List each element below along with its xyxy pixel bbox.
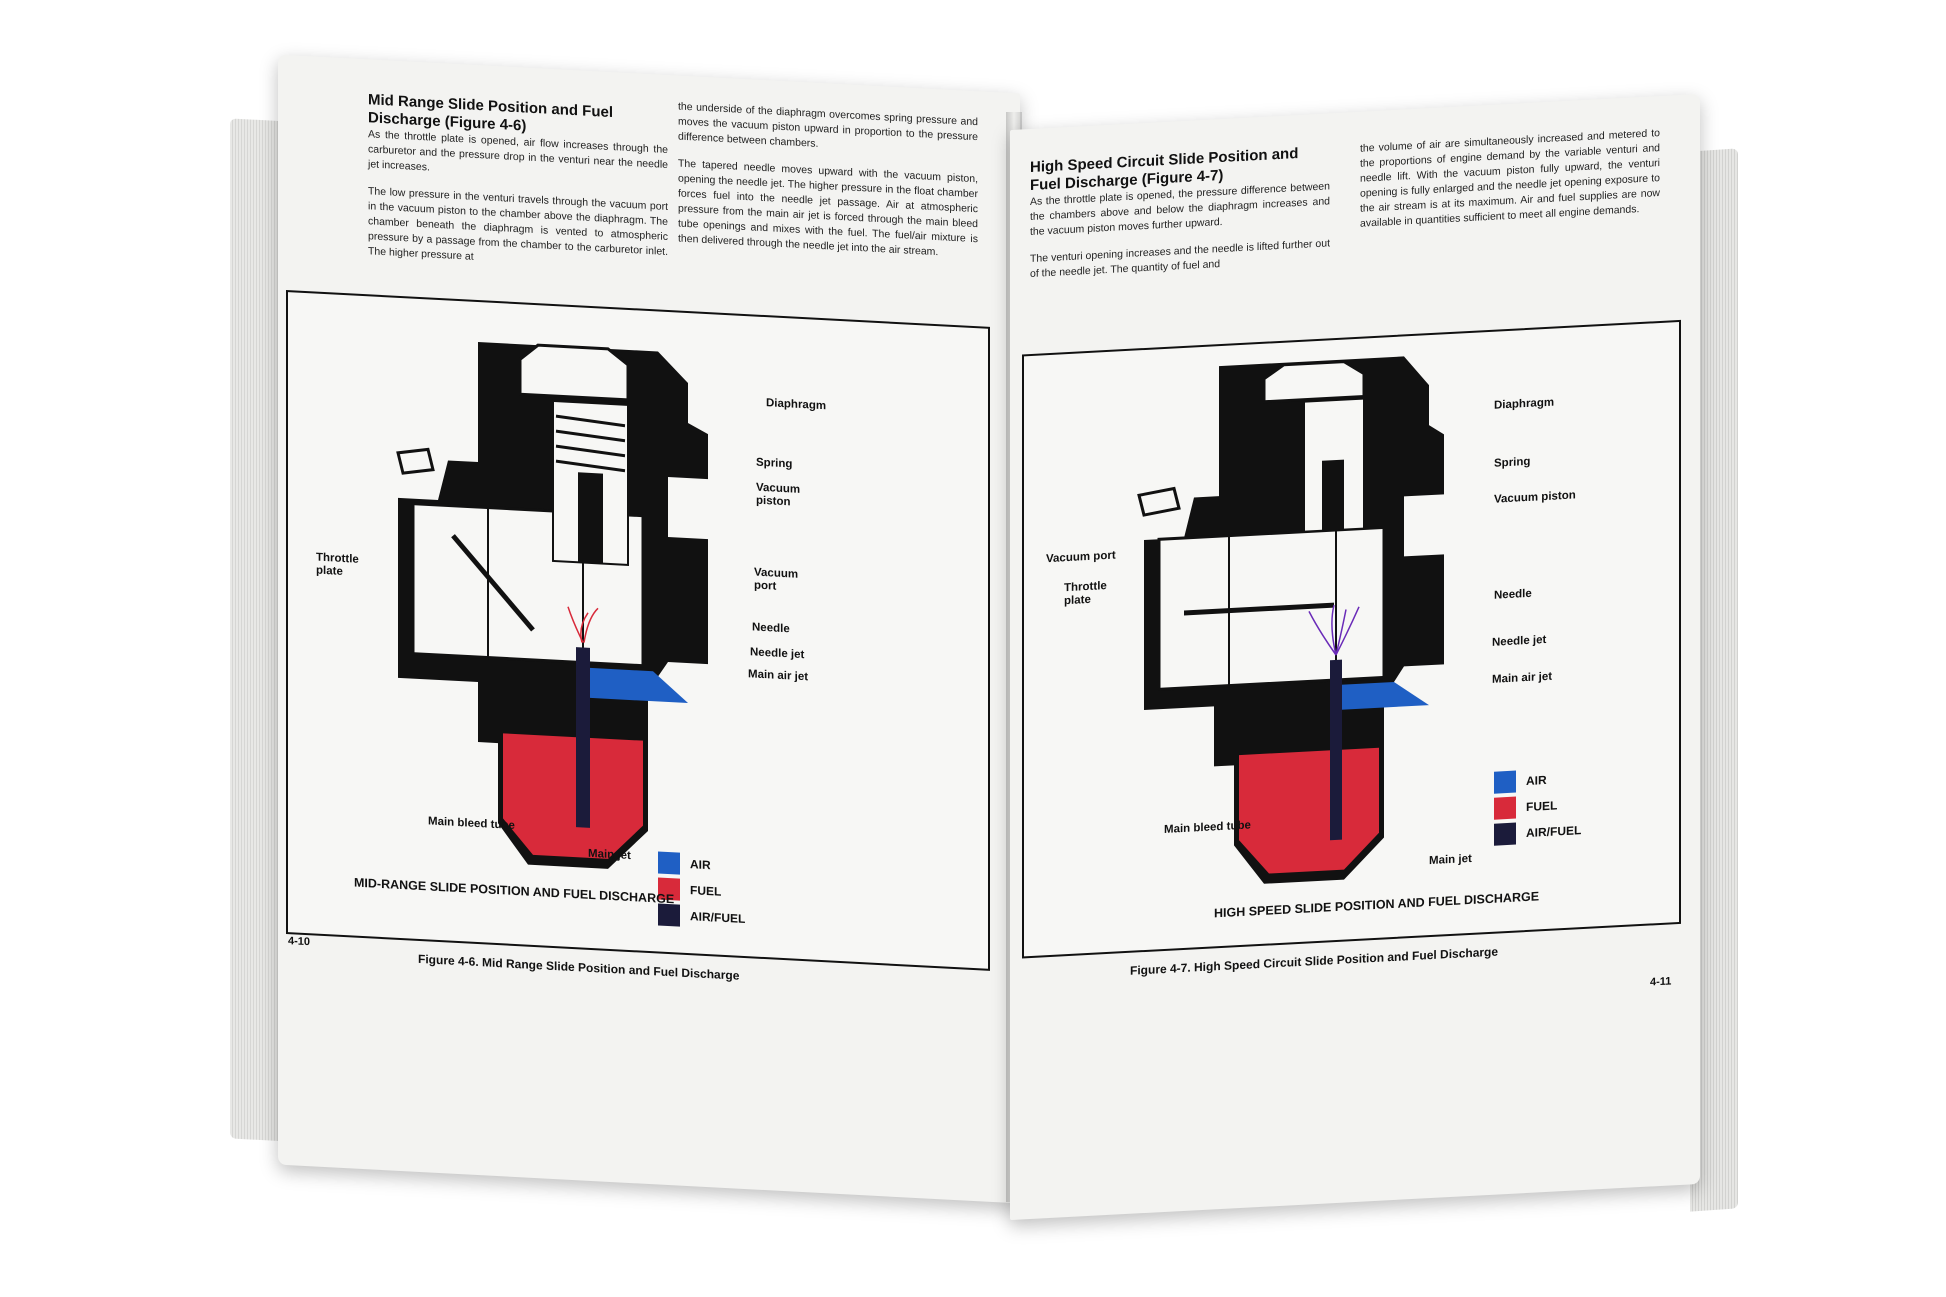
carburetor-diagram-mid (396, 342, 708, 869)
legend-air-label: AIR (1526, 772, 1547, 789)
legend-air-fuel: AIR/FUEL (658, 903, 745, 930)
callout-spring: Spring (756, 456, 793, 471)
figure-4-6-frame: Diaphragm Spring Vacuum piston Vacuum po… (286, 289, 990, 971)
callout-main-jet: Main jet (588, 847, 631, 863)
legend-air-r: AIR (1494, 769, 1547, 794)
callout-needle: Needle (752, 621, 790, 636)
left-col-2: the underside of the diaphragm overcomes… (678, 100, 978, 275)
legend-fuel-label: FUEL (690, 883, 722, 899)
right-paragraph: the volume of air are simultaneously inc… (1360, 127, 1660, 230)
figure-4-7-frame: Diaphragm Spring Vacuum piston Vacuum po… (1022, 319, 1681, 959)
legend-fuel-r: FUEL (1494, 794, 1558, 820)
air-swatch (658, 851, 680, 875)
callout-vacuum-port: Vacuum port (754, 566, 799, 593)
legend-air-label: AIR (690, 857, 711, 873)
page-number-right: 4-11 (1650, 975, 1672, 989)
air-fuel-swatch (658, 903, 680, 927)
callout-spring-r: Spring (1494, 455, 1531, 470)
right-paragraph: The venturi opening increases and the ne… (1030, 237, 1330, 281)
legend-air-fuel-label: AIR/FUEL (690, 909, 746, 927)
page-number-left: 4-10 (288, 935, 311, 949)
callout-needle-r: Needle (1494, 587, 1532, 602)
callout-throttle-plate: Throttle plate (316, 551, 359, 578)
legend-fuel-label: FUEL (1526, 798, 1558, 815)
fuel-swatch (1494, 796, 1516, 820)
callout-needle-jet: Needle jet (750, 646, 805, 662)
legend-air-fuel-label: AIR/FUEL (1526, 823, 1582, 841)
right-col-2: the volume of air are simultaneously inc… (1360, 126, 1660, 244)
legend-air: AIR (658, 851, 711, 876)
callout-throttle-plate-r: Throttle plate (1064, 580, 1107, 608)
left-paragraph: the underside of the diaphragm overcomes… (678, 100, 978, 150)
left-col-1: Mid Range Slide Position and Fuel Discha… (368, 91, 668, 287)
callout-vacuum-piston: Vacuum piston (756, 481, 801, 509)
left-paragraph: The tapered needle moves upward with the… (678, 157, 978, 259)
air-swatch (1494, 770, 1516, 794)
left-paragraph: The low pressure in the venturi travels … (368, 185, 668, 263)
left-page: Mid Range Slide Position and Fuel Discha… (278, 54, 1020, 1204)
air-fuel-swatch (1494, 822, 1516, 846)
carburetor-diagram-high (1137, 356, 1444, 884)
figure-caption-4-6: Figure 4-6. Mid Range Slide Position and… (418, 951, 740, 983)
right-col-1: High Speed Circuit Slide Position and Fu… (1030, 143, 1330, 294)
right-page: High Speed Circuit Slide Position and Fu… (1010, 93, 1700, 1221)
callout-main-jet-r: Main jet (1429, 852, 1472, 868)
legend-air-fuel-r: AIR/FUEL (1494, 819, 1581, 846)
